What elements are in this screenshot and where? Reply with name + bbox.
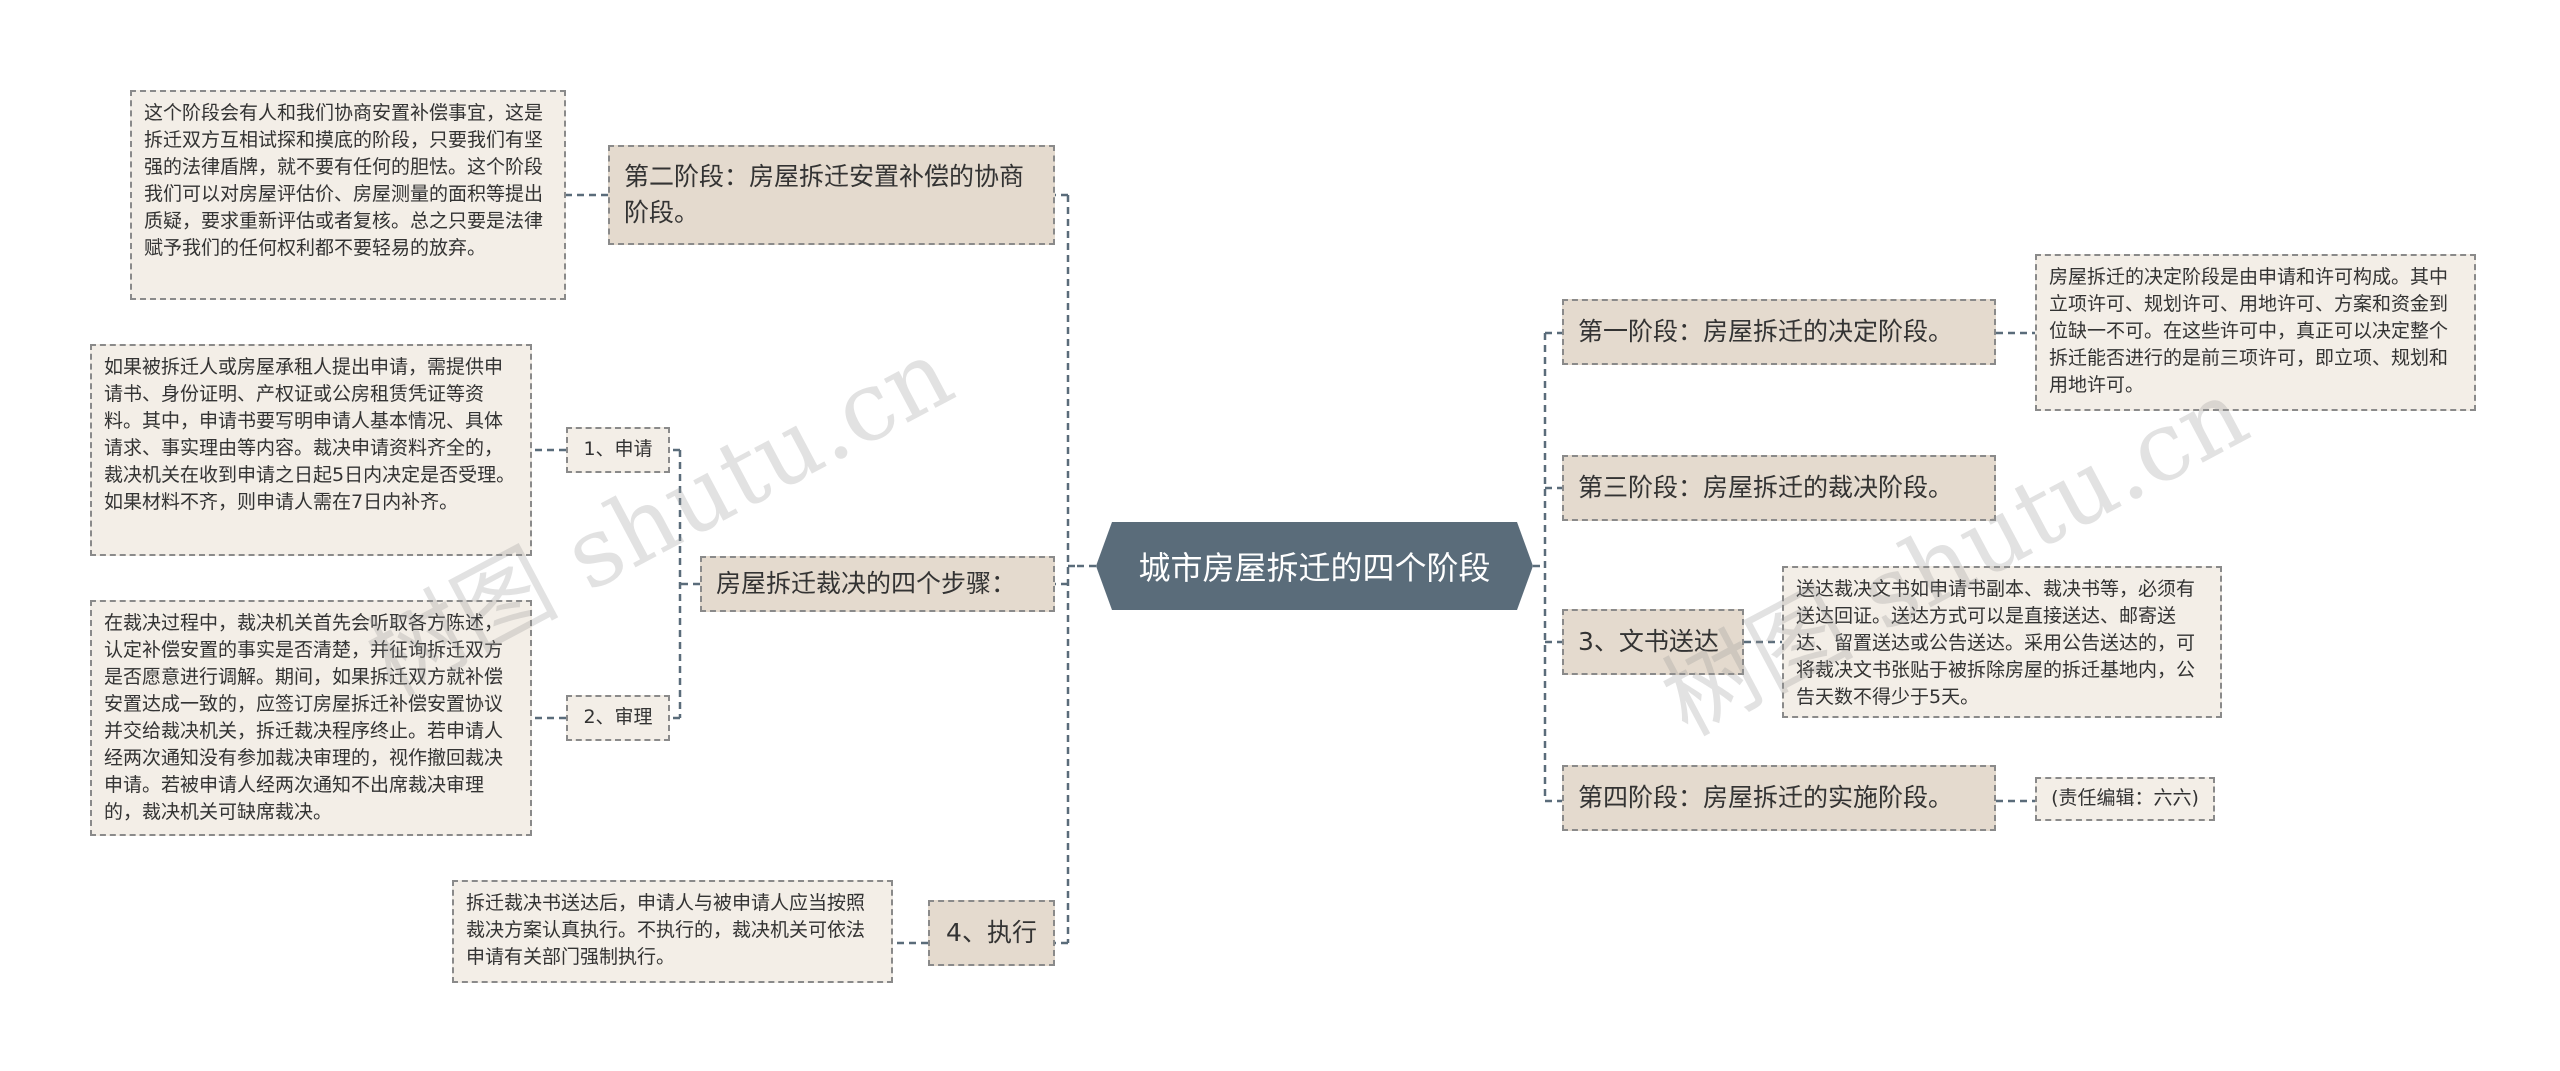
steps-node[interactable]: 房屋拆迁裁决的四个步骤： — [700, 556, 1055, 612]
editor-note: (责任编辑：六六) — [2035, 777, 2215, 821]
stage3-node[interactable]: 第三阶段：房屋拆迁的裁决阶段。 — [1562, 455, 1996, 521]
delivery-note: 送达裁决文书如申请书副本、裁决书等，必须有送达回证。送达方式可以是直接送达、邮寄… — [1782, 566, 2222, 718]
stage2-note: 这个阶段会有人和我们协商安置补偿事宜，这是拆迁双方互相试探和摸底的阶段，只要我们… — [130, 90, 566, 300]
step-apply-note: 如果被拆迁人或房屋承租人提出申请，需提供申请书、身份证明、产权证或公房租赁凭证等… — [90, 344, 532, 556]
execute-node[interactable]: 4、执行 — [928, 900, 1055, 966]
step-review-node[interactable]: 2、审理 — [566, 695, 670, 741]
step-apply-node[interactable]: 1、申请 — [566, 427, 670, 473]
step-review-note: 在裁决过程中，裁决机关首先会听取各方陈述，认定补偿安置的事实是否清楚，并征询拆迁… — [90, 600, 532, 836]
stage1-node[interactable]: 第一阶段：房屋拆迁的决定阶段。 — [1562, 299, 1996, 365]
stage4-node[interactable]: 第四阶段：房屋拆迁的实施阶段。 — [1562, 765, 1996, 831]
root-topic[interactable]: 城市房屋拆迁的四个阶段 — [1096, 522, 1533, 610]
stage1-note: 房屋拆迁的决定阶段是由申请和许可构成。其中立项许可、规划许可、用地许可、方案和资… — [2035, 254, 2476, 411]
execute-note: 拆迁裁决书送达后，申请人与被申请人应当按照裁决方案认真执行。不执行的，裁决机关可… — [452, 880, 893, 983]
stage2-node[interactable]: 第二阶段：房屋拆迁安置补偿的协商阶段。 — [608, 145, 1055, 245]
delivery-node[interactable]: 3、文书送达 — [1562, 609, 1744, 675]
